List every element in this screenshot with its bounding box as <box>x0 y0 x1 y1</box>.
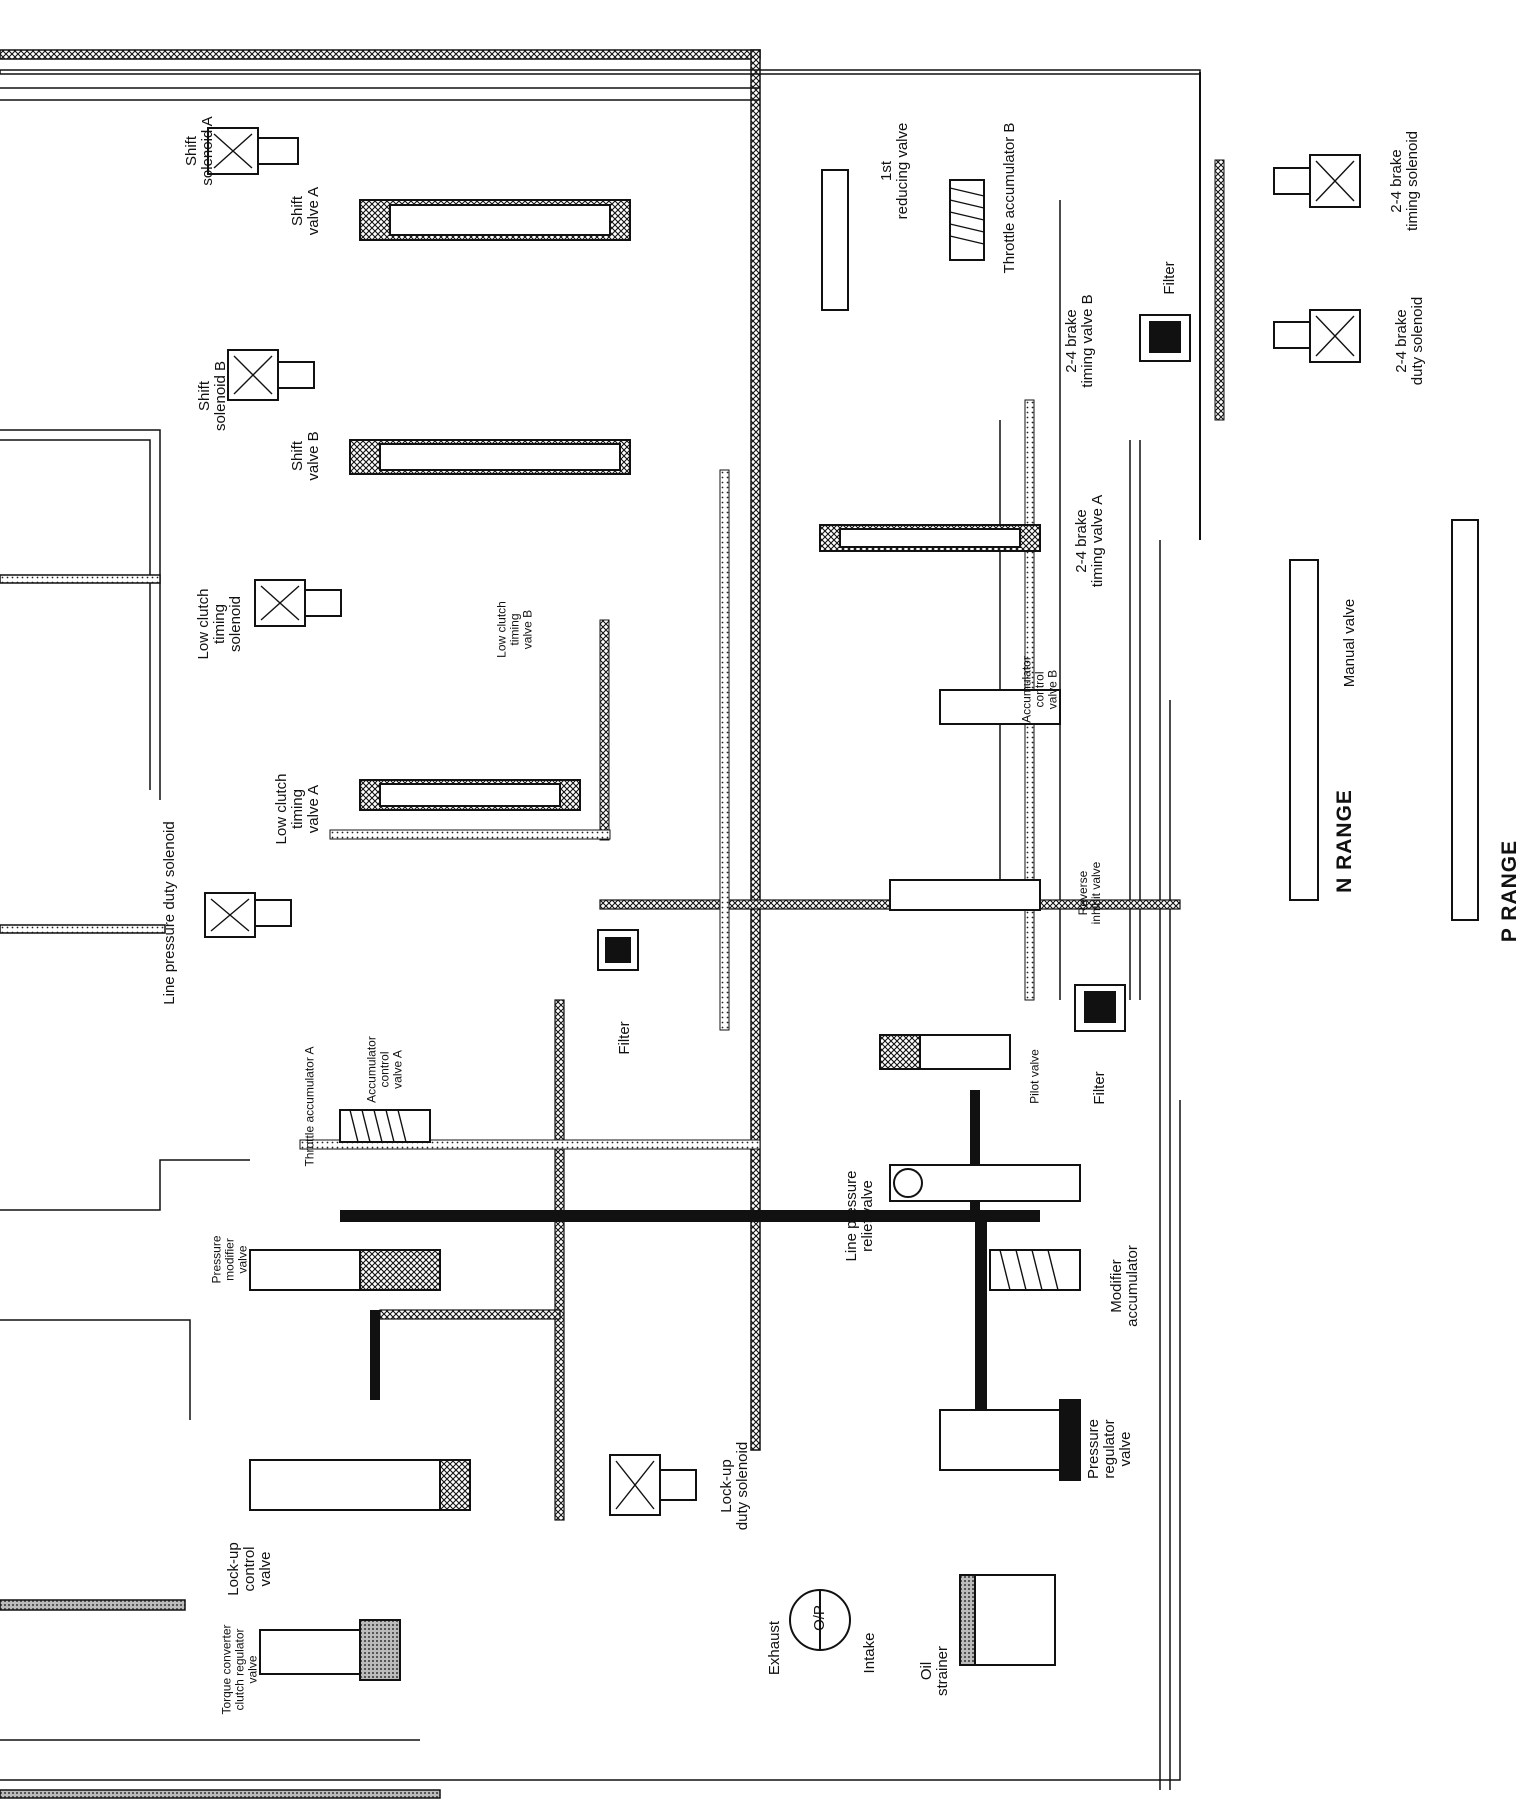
throttle-accumulator-b <box>949 179 985 261</box>
label-p-range: P RANGE <box>1498 839 1521 943</box>
label-filter-lower: Filter <box>1091 1071 1108 1105</box>
pilot-valve <box>879 1034 1011 1070</box>
low-clutch-timing-valve-a <box>359 779 581 811</box>
line-pressure-duty-solenoid <box>204 892 292 938</box>
accumulator-control-valve-b <box>939 689 1061 725</box>
brake-duty-solenoid <box>1273 309 1361 363</box>
brake-timing-valve-a <box>819 524 1041 552</box>
label-throttle-accumulator-a: Throttle accumulator A <box>302 1046 317 1167</box>
first-reducing-valve <box>821 169 849 311</box>
top-pressure-line <box>0 49 1201 1451</box>
manual-valve <box>1289 559 1319 901</box>
label-line-pressure-duty-solenoid: Line pressure duty solenoid <box>161 821 178 1005</box>
label-filter-upper: Filter <box>1161 261 1178 295</box>
lockup-control-valve <box>249 1459 471 1511</box>
throttle-accumulator-a <box>339 1109 431 1143</box>
label-filter-center: Filter <box>616 1021 633 1055</box>
filter-upper-icon <box>1139 314 1191 362</box>
shift-solenoid-b <box>227 349 315 401</box>
label-exhaust: Exhaust <box>766 1620 783 1676</box>
oil-strainer-icon <box>959 1574 1056 1666</box>
torque-converter-clutch-regulator-valve <box>259 1619 401 1681</box>
shift-valve-b <box>349 439 631 475</box>
p-range-valve <box>1451 519 1479 921</box>
filter-lower-icon <box>1074 984 1126 1032</box>
label-throttle-accumulator-b: Throttle accumulator B <box>1001 122 1018 274</box>
low-clutch-timing-solenoid <box>254 579 342 627</box>
label-oil-pump: O/P <box>811 1605 828 1631</box>
label-intake: Intake <box>861 1632 878 1674</box>
pressure-regulator-valve <box>939 1399 1081 1481</box>
modifier-accumulator <box>989 1249 1081 1291</box>
line-pressure-relief-valve <box>889 1164 1081 1202</box>
pressure-modifier-valve <box>249 1249 441 1291</box>
brake-timing-solenoid <box>1273 154 1361 208</box>
lockup-duty-solenoid <box>609 1454 697 1516</box>
oil-pump-icon <box>789 1589 851 1651</box>
label-pilot-valve: Pilot valve <box>1027 1049 1042 1104</box>
label-n-range: N RANGE <box>1333 789 1356 893</box>
filter-center-icon <box>597 929 639 971</box>
label-manual-valve: Manual valve <box>1341 598 1358 688</box>
left-return-lines <box>0 429 1181 1799</box>
shift-solenoid-a <box>207 127 299 175</box>
reverse-inhibit-valve <box>889 879 1041 911</box>
shift-valve-a <box>359 199 631 241</box>
